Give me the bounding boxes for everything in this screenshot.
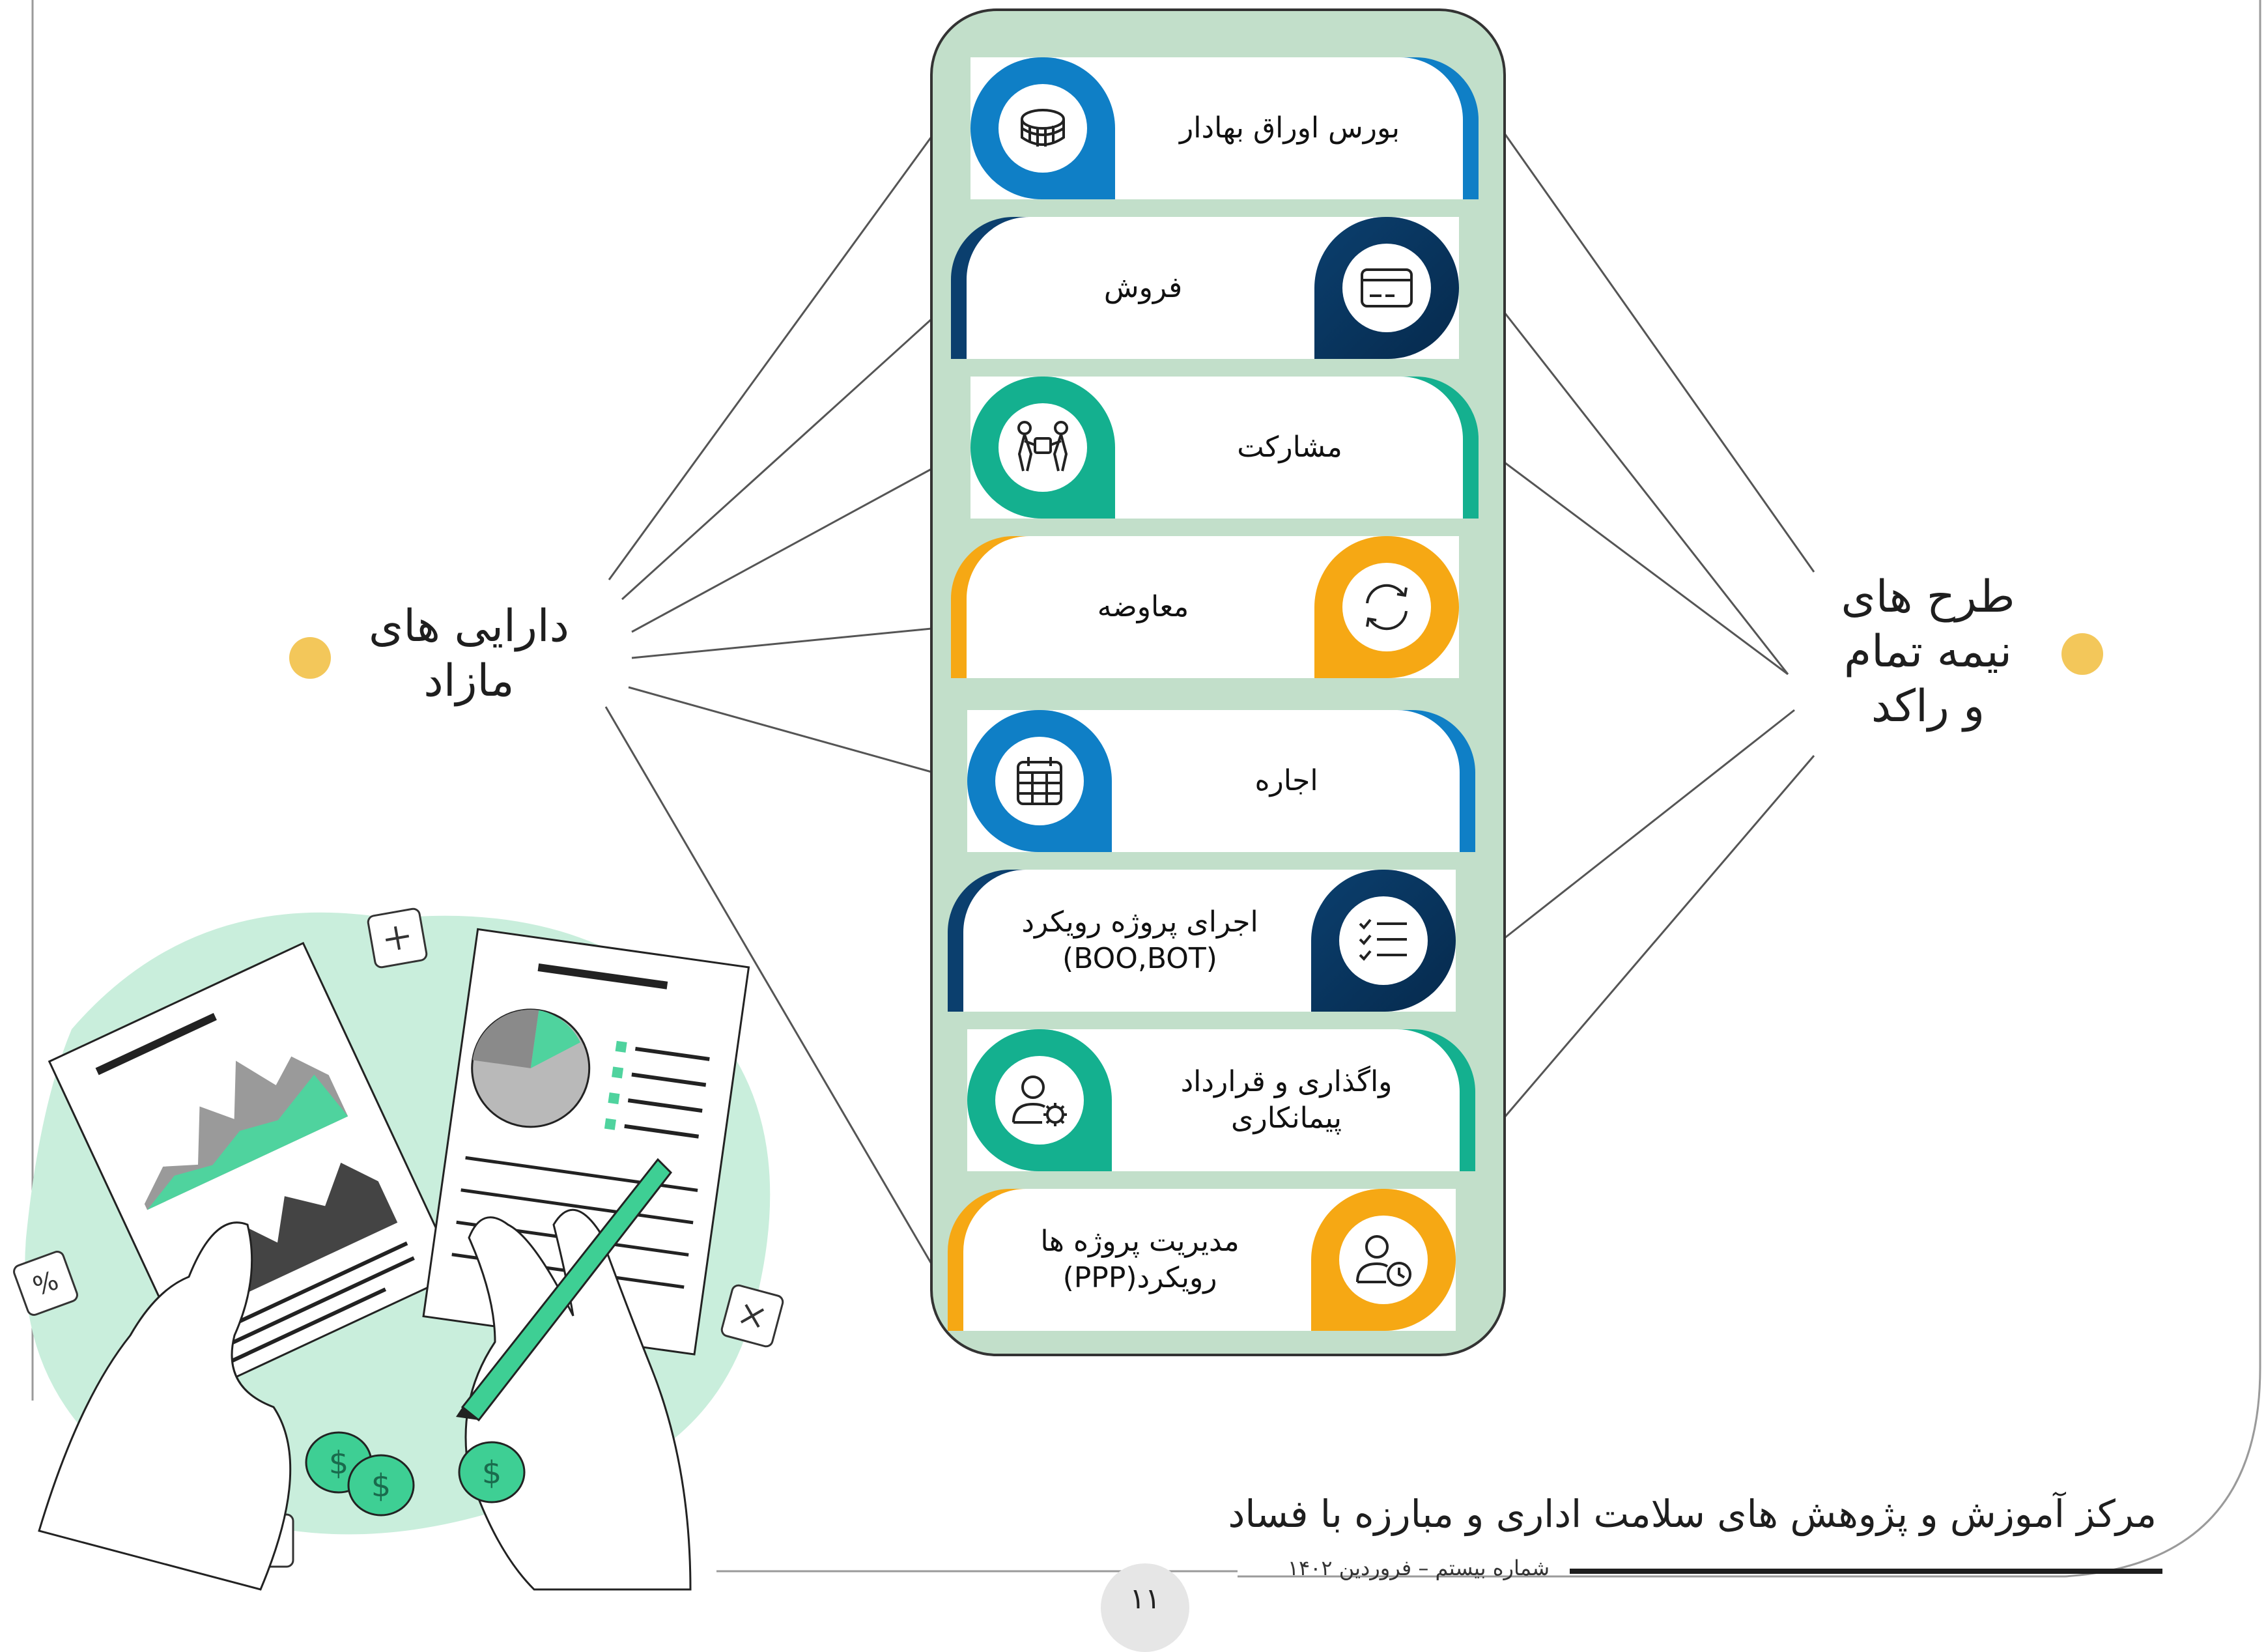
hands [38, 1208, 692, 1591]
card-label-line1: معاوضه [1097, 590, 1189, 623]
page-number: ۱۱ [1101, 1563, 1189, 1652]
card-label-line1: اجرای پروژه رویکرد [1021, 905, 1258, 939]
left-connectors [604, 136, 933, 1264]
card-label-line1: مشارکت [1237, 431, 1342, 464]
surplus-assets-line2: مازاد [423, 655, 515, 707]
card-label-line1: مدیریت پروژه ها [1040, 1225, 1239, 1258]
stalled-projects-line3: و راکد [1871, 681, 1985, 732]
card-icon-tab [970, 57, 1115, 199]
partnership-icon [1017, 421, 1068, 472]
card-label-line1: فروش [1103, 271, 1183, 304]
option-card-lease: اجاره [967, 710, 1475, 852]
svg-text:$: $ [329, 1445, 349, 1481]
option-card-stock-exchange: بورس اوراق بهادار [970, 57, 1479, 199]
card-icon-tab [967, 710, 1112, 852]
plus-icon [367, 907, 428, 969]
pen [456, 1158, 672, 1422]
option-card-exchange: معاوضه [951, 536, 1459, 678]
right-connectors [1503, 133, 1815, 1118]
surplus-assets-line1: دارایی های [369, 601, 569, 652]
footer-title: مرکز آموزش و پژوهش های سلامت اداری و مبا… [1228, 1492, 2157, 1536]
svg-text:$: $ [371, 1468, 391, 1504]
times-icon [720, 1284, 784, 1348]
coins-icon [1021, 109, 1065, 147]
user-settings-icon [1012, 1075, 1067, 1126]
finance-illustration: % [13, 907, 784, 1591]
report-sheet-left [48, 941, 459, 1394]
card-icon-tab [970, 377, 1115, 519]
credit-card-icon [1361, 268, 1413, 307]
coins: $ $ $ [305, 1431, 526, 1517]
card-label-line2: رویکرد(PPP) [1062, 1261, 1217, 1294]
card-icon-tab [1314, 217, 1459, 359]
calendar-icon [1017, 757, 1062, 805]
stalled-projects-label: طرح های نیمه تمام و راکد [1811, 570, 2045, 734]
card-icon-tab [1311, 870, 1456, 1012]
option-card-boo-bot: اجرای پروژه رویکرد(BOO,BOT) [948, 870, 1456, 1012]
card-label-line1: اجاره [1254, 764, 1318, 797]
card-icon-tab [1314, 536, 1459, 678]
right-hub-dot [2061, 633, 2103, 675]
card-label-line2: پیمانکاری [1231, 1102, 1342, 1135]
surplus-assets-label: دارایی های مازاد [345, 599, 593, 709]
checklist-icon [1359, 919, 1407, 961]
left-hub-dot [289, 637, 331, 679]
option-card-contracting: واگذاری و قرارداد پیمانکاری [967, 1029, 1475, 1171]
option-card-partnership: مشارکت [970, 377, 1479, 519]
card-label-line1: واگذاری و قرارداد [1180, 1065, 1393, 1098]
stalled-projects-line1: طرح های [1841, 571, 2015, 623]
percent-icon: % [13, 1251, 78, 1316]
card-label-line2: (BOO,BOT) [1062, 942, 1217, 975]
issue-info: شماره بیستم – فروردین ۱۴۰۲ [1287, 1556, 1550, 1580]
card-icon-tab [967, 1029, 1112, 1171]
stalled-projects-line2: نیمه تمام [1844, 626, 2012, 677]
card-icon-tab [1311, 1189, 1456, 1331]
svg-text:$: $ [482, 1455, 502, 1491]
card-label-line1: بورس اوراق بهادار [1180, 111, 1400, 145]
option-card-sale: فروش [951, 217, 1459, 359]
user-clock-icon [1356, 1235, 1411, 1287]
exchange-arrows-icon [1366, 584, 1408, 631]
